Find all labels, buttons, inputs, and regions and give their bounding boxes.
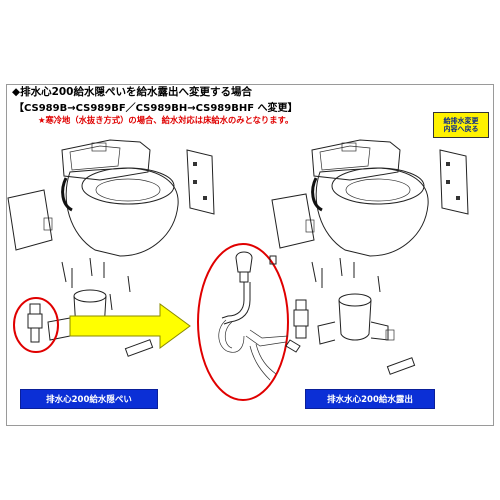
concealed-supply-valve bbox=[27, 303, 43, 343]
page-title: ◆排水心200給水隠ぺいを給水露出へ変更する場合 bbox=[12, 86, 252, 98]
concealed-supply-highlight bbox=[13, 297, 59, 353]
exposed-supply-parts-highlight bbox=[197, 243, 289, 401]
exposed-supply-parts bbox=[218, 251, 289, 381]
right-arrow-icon bbox=[69, 303, 191, 349]
label-concealed-supply: 排水心200給水隠ぺい bbox=[20, 389, 158, 409]
label-exposed-supply: 排水水心200給水露出 bbox=[305, 389, 435, 409]
back-button-line1: 給排水変更 bbox=[443, 116, 479, 125]
back-to-plumbing-changes-button[interactable]: 給排水変更 内容へ戻る bbox=[433, 112, 489, 138]
back-button-line2: 内容へ戻る bbox=[443, 125, 479, 133]
cold-region-note: ★寒冷地（水抜き方式）の場合、給水対応は床給水のみとなります。 bbox=[38, 115, 294, 125]
model-change-text: 【CS989B→CS989BF／CS989BH→CS989BHF へ変更】 bbox=[14, 103, 298, 114]
toilet-right-illustration bbox=[271, 139, 469, 375]
diagram-frame bbox=[6, 84, 494, 426]
toilet-left-illustration bbox=[7, 139, 215, 357]
